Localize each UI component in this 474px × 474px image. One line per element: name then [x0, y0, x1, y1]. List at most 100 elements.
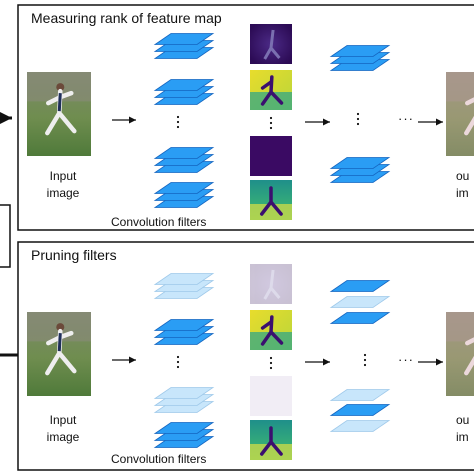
filter-stack: [153, 319, 215, 345]
filter-plane: [329, 45, 391, 57]
filter-stack: [153, 422, 215, 448]
photo-player: [464, 337, 474, 376]
output-label-line2: im: [456, 430, 469, 444]
feature-map-band: [250, 92, 292, 110]
feature-map-band: [250, 204, 292, 220]
filter-plane: [153, 273, 215, 285]
filters-label-bottom: Convolution filters: [111, 452, 207, 466]
photo-head: [56, 83, 65, 92]
filter-plane: [329, 420, 391, 432]
dot: [356, 112, 360, 116]
next-filter-stack: [329, 280, 391, 324]
filter-plane: [329, 312, 391, 324]
output-label-top: ou im: [456, 168, 469, 202]
panel-frame-top: [17, 4, 474, 231]
feature-map-bg: [250, 136, 292, 176]
next-filter-stack: [329, 157, 391, 183]
feature-map-bg: [250, 376, 292, 416]
pruned-filter-stack: [153, 273, 215, 299]
filter-stack: [153, 33, 215, 59]
dot: [269, 356, 273, 360]
feature-map-1: [250, 264, 292, 304]
feature-map-silhouette: [260, 75, 284, 106]
panel-title-top: Measuring rank of feature map: [31, 10, 222, 26]
panel-title-bottom: Pruning filters: [31, 247, 117, 263]
dot: [176, 360, 180, 364]
dot: [363, 358, 367, 362]
next-filters-ellipsis: [356, 112, 360, 126]
dot: [269, 116, 273, 120]
input-image: [27, 312, 91, 396]
filter-plane: [153, 387, 215, 399]
photo-jersey: [57, 93, 62, 112]
output-label-bottom: ou im: [456, 412, 469, 446]
filter-plane: [329, 157, 391, 169]
input-label-bottom: Input image: [38, 412, 88, 446]
photo-player: [464, 97, 474, 136]
output-image: [446, 72, 474, 156]
ellipsis-top: ···: [398, 111, 414, 126]
filters-ellipsis: [176, 355, 180, 369]
filters-ellipsis: [176, 115, 180, 129]
feature-map-silhouette: [263, 269, 281, 300]
feature-map-silhouette: [260, 315, 284, 346]
dot: [269, 121, 273, 125]
next-filter-stack: [329, 45, 391, 71]
filter-plane: [329, 280, 391, 292]
feature-map-silhouette: [260, 186, 283, 216]
input-label-line2: image: [46, 430, 80, 444]
ellipsis-bottom: ···: [398, 352, 414, 367]
dot: [176, 125, 180, 129]
output-tint: [446, 72, 474, 156]
filter-stack: [153, 147, 215, 173]
feature-map-band: [250, 444, 292, 460]
photo-head: [56, 323, 65, 332]
feature-maps-ellipsis: [269, 116, 273, 130]
dot: [363, 363, 367, 367]
input-image: [27, 72, 91, 156]
dot: [176, 115, 180, 119]
pruned-filter-stack: [153, 387, 215, 413]
filter-plane: [329, 389, 391, 401]
filter-plane: [153, 33, 215, 45]
photo-jersey: [57, 333, 62, 352]
dot: [176, 365, 180, 369]
dot: [176, 355, 180, 359]
feature-map-3: [250, 376, 292, 416]
input-label-line1: Input: [49, 413, 77, 427]
dot: [176, 120, 180, 124]
feature-map-2: [250, 310, 292, 350]
filter-stack: [153, 79, 215, 105]
dot: [269, 126, 273, 130]
filter-stack: [153, 182, 215, 208]
dot: [269, 361, 273, 365]
filter-plane: [153, 319, 215, 331]
filter-plane: [329, 404, 391, 416]
feature-map-silhouette: [263, 29, 281, 60]
feature-map-bg: [250, 264, 292, 304]
input-label-top: Input image: [38, 168, 88, 202]
next-filter-stack: [329, 389, 391, 432]
input-label-line1: Input: [49, 169, 77, 183]
feature-maps-ellipsis: [269, 356, 273, 370]
next-filters-ellipsis: [363, 353, 367, 367]
dot: [269, 366, 273, 370]
dot: [363, 353, 367, 357]
feature-map-4: [250, 180, 292, 220]
feature-map-1: [250, 24, 292, 64]
output-image: [446, 312, 474, 396]
filter-plane: [153, 147, 215, 159]
feature-map-2: [250, 70, 292, 110]
output-tint: [446, 312, 474, 396]
output-label-line1: ou: [456, 413, 470, 427]
dot: [356, 122, 360, 126]
filters-label-top: Convolution filters: [111, 215, 207, 229]
panel-top: [27, 24, 474, 220]
left-partial-box: [0, 204, 11, 268]
output-label-line1: ou: [456, 169, 470, 183]
filter-plane: [153, 79, 215, 91]
filter-plane: [153, 182, 215, 194]
filter-plane: [153, 422, 215, 434]
dot: [356, 117, 360, 121]
